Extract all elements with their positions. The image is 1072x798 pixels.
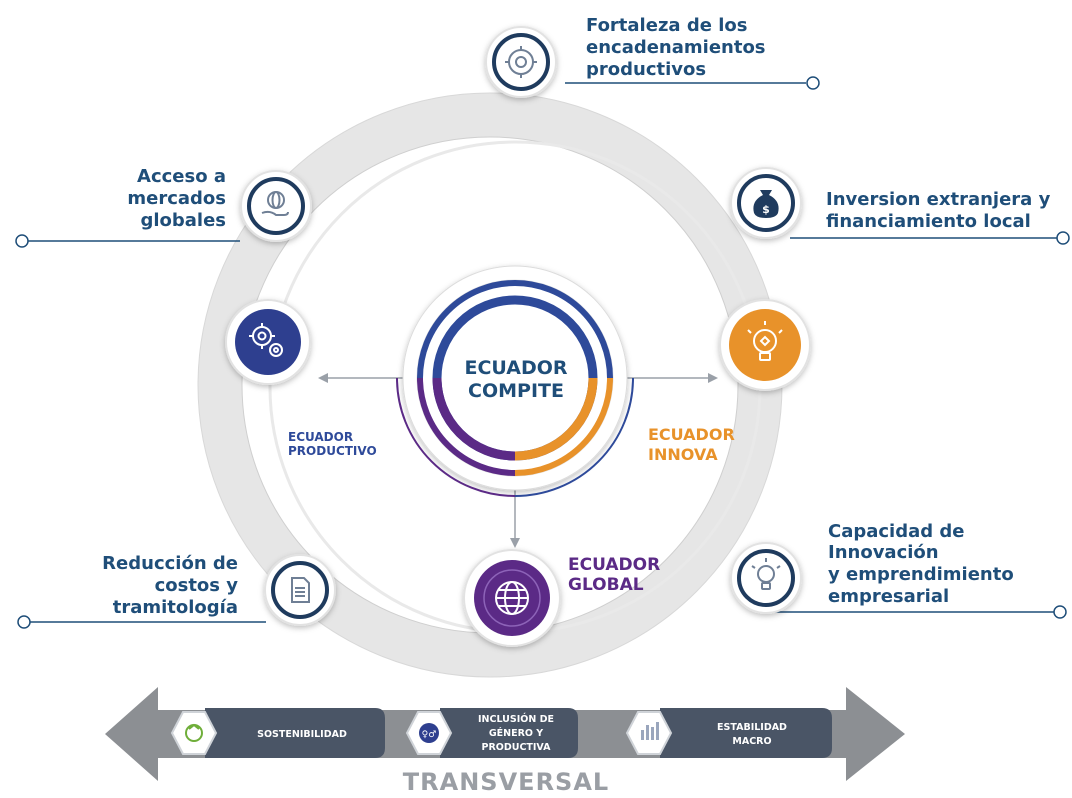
factor-top-line1: Fortaleza de los (586, 15, 747, 36)
factor-left-upper-node (240, 170, 312, 242)
factor-right-lower-line1: Capacidad de (828, 521, 965, 542)
factor-right-lower-node (730, 542, 802, 614)
transversal-item-2-line2: GÉNERO Y (489, 727, 543, 739)
globe-hand-icon (261, 191, 289, 216)
money-bag-icon: $ (753, 190, 779, 218)
svg-text:$: $ (762, 203, 770, 216)
transversal-item-2-line3: PRODUCTIVA (481, 742, 551, 753)
transversal-band: SOSTENIBILIDAD ♀♂ INCLUSIÓN DE GÉNERO Y … (105, 687, 905, 796)
factor-left-lower-line3: tramitología (113, 597, 238, 618)
transversal-item-2-line1: INCLUSIÓN DE (478, 713, 554, 725)
factor-right-upper-node: $ (730, 167, 802, 239)
pillar-innova-line2: INNOVA (648, 445, 718, 464)
transversal-item-sostenibilidad: SOSTENIBILIDAD (170, 708, 385, 758)
productivo-node (225, 299, 311, 385)
document-icon (291, 577, 310, 603)
globe-icon (495, 581, 529, 615)
factor-left-upper-label: Acceso a mercados globales (127, 166, 226, 231)
transversal-item-3-line2: MACRO (732, 736, 771, 747)
lightbulb-idea-icon (747, 321, 783, 361)
factor-left-upper-line2: mercados (127, 188, 226, 209)
lightbulb-icon (751, 558, 781, 590)
gears-icon (249, 323, 283, 357)
recycle-icon (185, 723, 203, 742)
factor-left-lower-line1: Reducción de (102, 553, 238, 574)
factor-right-upper-line2: financiamiento local (826, 211, 1031, 232)
transversal-title: TRANSVERSAL (403, 768, 609, 796)
factor-top-line3: productivos (586, 59, 706, 80)
factor-right-upper-line1: Inversion extranjera y (826, 189, 1051, 210)
pillar-innova-line1: ECUADOR (648, 425, 735, 444)
factor-left-lower-node (264, 554, 336, 626)
factor-top-node (485, 26, 557, 98)
factor-top-line2: encadenamientos (586, 37, 766, 58)
transversal-item-3-line1: ESTABILIDAD (717, 722, 787, 733)
pillar-global-line2: GLOBAL (568, 575, 644, 595)
gear-cog-icon (505, 46, 537, 78)
pillar-productivo-line1: ECUADOR (288, 430, 353, 444)
hub-outer-arc-left (396, 377, 516, 497)
connector-lines (15, 76, 1070, 629)
factor-left-upper-line3: globales (140, 210, 226, 231)
gender-equality-icon: ♀♂ (419, 723, 439, 743)
center-title-line2: COMPITE (468, 380, 564, 402)
hub-outer-arc-right (514, 377, 634, 497)
factor-right-lower-label: Capacidad de Innovación y emprendimiento… (828, 521, 1014, 607)
factor-right-lower-line2: Innovación (828, 542, 939, 563)
global-node (463, 549, 561, 647)
innova-node (719, 299, 811, 391)
transversal-item-estabilidad: ESTABILIDAD MACRO (625, 708, 832, 758)
transversal-item-inclusion: ♀♂ INCLUSIÓN DE GÉNERO Y PRODUCTIVA (405, 708, 578, 758)
center-hub: ECUADOR COMPITE (402, 265, 628, 491)
factor-right-lower-line3: y emprendimiento (828, 564, 1014, 585)
pillar-productivo-line2: PRODUCTIVO (288, 444, 377, 458)
factor-top-label: Fortaleza de los encadenamientos product… (586, 15, 766, 80)
factor-right-upper-label: Inversion extranjera y financiamiento lo… (826, 189, 1051, 232)
pillar-global-line1: ECUADOR (568, 555, 660, 575)
factor-left-upper-line1: Acceso a (137, 166, 226, 187)
center-title-line1: ECUADOR (464, 357, 567, 379)
factor-right-lower-line4: empresarial (828, 586, 949, 607)
bar-chart-icon (641, 722, 659, 740)
factor-left-lower-line2: costos y (155, 575, 239, 596)
transversal-item-1-line1: SOSTENIBILIDAD (257, 729, 347, 740)
factor-left-lower-label: Reducción de costos y tramitología (102, 553, 238, 618)
svg-text:♀♂: ♀♂ (422, 730, 437, 740)
